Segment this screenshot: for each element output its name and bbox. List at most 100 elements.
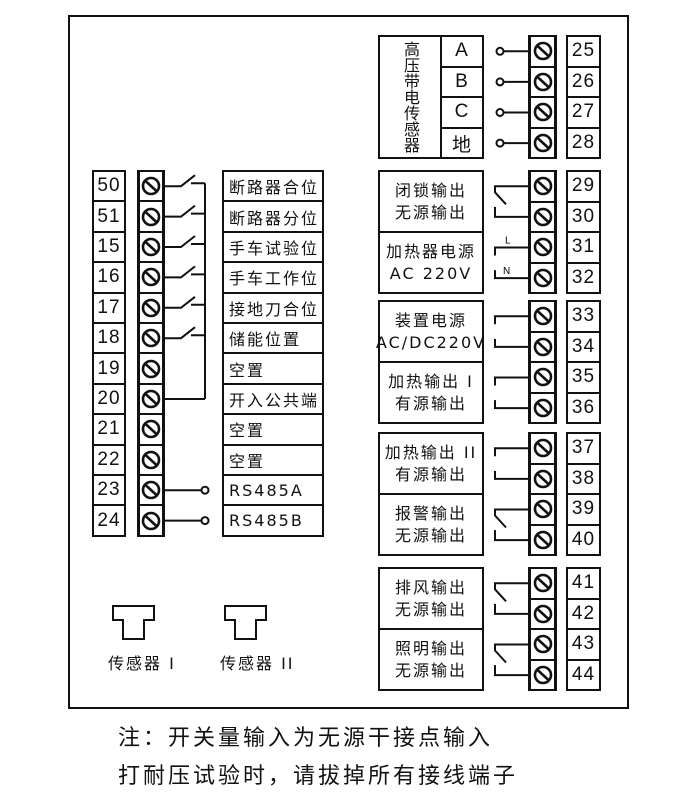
switch-contact-wire bbox=[165, 235, 205, 248]
terminal-number: 18 bbox=[92, 322, 126, 355]
screw-terminal[interactable] bbox=[137, 291, 165, 324]
output-label-line: 无源输出 bbox=[394, 660, 467, 680]
screw-terminal[interactable] bbox=[137, 261, 165, 294]
screw-terminal[interactable] bbox=[528, 126, 557, 160]
output-label-line: AC/DC220V bbox=[375, 332, 487, 352]
terminal-number: 29 bbox=[566, 170, 601, 203]
screw-icon bbox=[533, 133, 552, 153]
screw-terminal[interactable] bbox=[528, 462, 557, 496]
screw-icon bbox=[533, 368, 552, 387]
sensor-socket-icon bbox=[224, 605, 267, 640]
terminal-number: 41 bbox=[566, 567, 601, 600]
switch-contact-wire bbox=[165, 326, 205, 340]
screw-terminal[interactable] bbox=[528, 361, 557, 394]
screw-terminal[interactable] bbox=[528, 391, 557, 425]
terminal-number: 27 bbox=[566, 96, 601, 129]
relay-contact-wire bbox=[494, 185, 528, 205]
terminal-number: 36 bbox=[566, 391, 601, 425]
output-wire bbox=[494, 338, 528, 348]
screw-icon bbox=[141, 328, 161, 348]
terminal-number: 37 bbox=[566, 432, 601, 465]
output-block-label: 闭锁输出无源输出 bbox=[378, 170, 484, 234]
output-label-line: 加热输出 I bbox=[388, 371, 474, 391]
screw-icon bbox=[141, 298, 161, 318]
sensor-connection-icon bbox=[495, 108, 505, 117]
screw-terminal[interactable] bbox=[137, 413, 165, 446]
relay-contact-wire bbox=[494, 665, 528, 677]
screw-icon bbox=[141, 480, 161, 500]
screw-terminal[interactable] bbox=[528, 170, 557, 203]
switch-contact-wire bbox=[165, 296, 205, 309]
screw-icon bbox=[533, 438, 552, 458]
relay-contact-wire bbox=[494, 603, 528, 615]
screw-terminal[interactable] bbox=[137, 504, 165, 537]
sensor-connection-icon bbox=[495, 138, 505, 148]
terminal-number: 38 bbox=[566, 462, 601, 496]
screw-terminal[interactable] bbox=[528, 567, 557, 600]
screw-icon bbox=[533, 337, 552, 357]
screw-icon bbox=[533, 500, 552, 519]
screw-icon bbox=[533, 238, 552, 257]
output-label-line: AC 220V bbox=[389, 263, 473, 283]
relay-contact-wire bbox=[494, 530, 528, 542]
screw-terminal[interactable] bbox=[137, 200, 165, 233]
screw-terminal[interactable] bbox=[528, 658, 557, 692]
screw-terminal[interactable] bbox=[528, 96, 557, 129]
screw-icon bbox=[533, 306, 552, 326]
screw-icon bbox=[533, 176, 552, 196]
output-label-line: 排风输出 bbox=[394, 577, 467, 597]
screw-terminal[interactable] bbox=[528, 432, 557, 465]
output-label-line: 有源输出 bbox=[394, 464, 467, 484]
screw-icon bbox=[141, 420, 161, 439]
screw-icon bbox=[533, 530, 552, 550]
neutral-wire-label: N bbox=[503, 266, 510, 277]
relay-contact-wire bbox=[494, 643, 528, 664]
screw-icon bbox=[141, 511, 161, 530]
output-wire bbox=[494, 447, 528, 457]
terminal-number: 30 bbox=[566, 200, 601, 234]
screw-terminal[interactable] bbox=[528, 35, 557, 68]
rs485-port-icon bbox=[200, 485, 210, 495]
screw-icon bbox=[141, 176, 161, 196]
terminal-number: 20 bbox=[92, 382, 126, 416]
screw-terminal[interactable] bbox=[528, 330, 557, 364]
relay-contact-wire bbox=[494, 508, 528, 529]
device-panel-outline bbox=[68, 15, 629, 709]
screw-terminal[interactable] bbox=[528, 261, 557, 295]
output-wire bbox=[494, 376, 528, 386]
output-label-line: 装置电源 bbox=[394, 310, 467, 330]
output-wire bbox=[494, 270, 528, 280]
screw-icon bbox=[533, 103, 552, 122]
phase-label: 地 bbox=[440, 126, 484, 160]
terminal-number: 23 bbox=[92, 474, 126, 507]
sensor-label: 传感器 I bbox=[108, 654, 176, 673]
terminal-label: 手车试验位 bbox=[222, 230, 324, 264]
screw-icon bbox=[141, 268, 161, 287]
switch-contact-wire bbox=[165, 204, 205, 218]
screw-icon bbox=[533, 604, 552, 624]
terminal-number: 40 bbox=[566, 523, 601, 557]
screw-terminal[interactable] bbox=[528, 231, 557, 264]
screw-icon bbox=[141, 359, 161, 378]
screw-terminal[interactable] bbox=[528, 597, 557, 631]
terminal-number: 28 bbox=[566, 126, 601, 160]
output-label-line: 无源输出 bbox=[394, 202, 467, 222]
relay-contact-wire bbox=[494, 582, 528, 602]
terminal-number: 39 bbox=[566, 493, 601, 526]
terminal-number: 17 bbox=[92, 291, 126, 324]
sensor-connection-icon bbox=[495, 77, 505, 87]
output-label-line: 无源输出 bbox=[394, 599, 467, 619]
screw-terminal[interactable] bbox=[137, 474, 165, 507]
screw-icon bbox=[533, 573, 552, 593]
screw-terminal[interactable] bbox=[137, 230, 165, 264]
sensor-socket-icon bbox=[112, 605, 155, 640]
output-label-line: 报警输出 bbox=[394, 503, 467, 523]
screw-terminal[interactable] bbox=[528, 523, 557, 557]
screw-icon bbox=[533, 207, 552, 227]
screw-terminal[interactable] bbox=[137, 443, 165, 476]
output-block-label: 照明输出无源输出 bbox=[378, 628, 484, 692]
live-wire-label: L bbox=[505, 236, 511, 247]
screw-icon bbox=[533, 665, 552, 685]
